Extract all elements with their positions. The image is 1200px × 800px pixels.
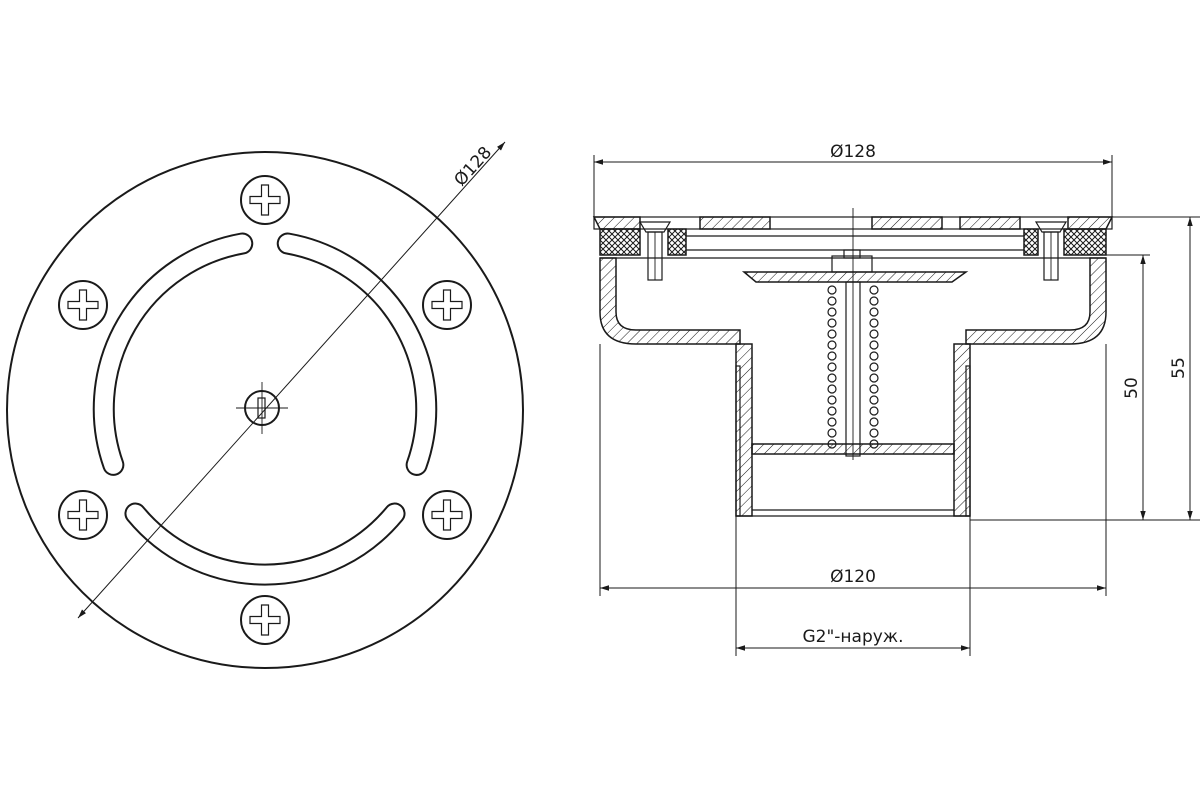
center-marker [236, 382, 288, 434]
spring-coil-left [827, 340, 837, 350]
spring-coil-left [827, 362, 837, 372]
diameter-dimension-line [77, 141, 506, 619]
spring-coil-right [869, 428, 879, 438]
spring-coil-right [869, 307, 879, 317]
side-screw-left [638, 221, 672, 281]
spring-coil-left [827, 428, 837, 438]
spring-coil-left [827, 329, 837, 339]
spring-coil-left [827, 406, 837, 416]
spring-coil-left [827, 285, 837, 295]
arc-slot-bottom [124, 502, 406, 586]
screw-lower-left [58, 490, 108, 540]
screw-top [240, 175, 290, 225]
screw-bottom [240, 595, 290, 645]
screw-upper-left [58, 280, 108, 330]
valve-cap-small [843, 249, 861, 259]
spring-coil-right [869, 351, 879, 361]
height-50-label: 50 [1122, 377, 1142, 399]
spring-coil-right [869, 329, 879, 339]
spring-coil-left [827, 373, 837, 383]
spring-coil-right [869, 417, 879, 427]
top-view: Ø128 [6, 141, 524, 669]
spring-coil-right [869, 406, 879, 416]
pipe-wall-right [953, 343, 971, 517]
grille-bar-1 [699, 216, 771, 230]
spring-coil-left [827, 439, 837, 449]
spring-coil-right [869, 373, 879, 383]
top-diameter-label: Ø128 [451, 143, 497, 190]
spring-coil-right [869, 296, 879, 306]
bowl-wall-right [965, 257, 1107, 345]
screw-lower-right [422, 490, 472, 540]
spring-coil-left [827, 417, 837, 427]
pipe-wall-left [735, 343, 753, 517]
gasket-right [1063, 228, 1107, 256]
spring-coil-right [869, 384, 879, 394]
screw-upper-right [422, 280, 472, 330]
valve-cap [831, 255, 873, 273]
side-view: Ø128 Ø120 G2"-наруж. 50 55 [592, 142, 1200, 656]
spring-coil-right [869, 395, 879, 405]
spring-coil-left [827, 296, 837, 306]
grille-bar-2 [871, 216, 943, 230]
bowl-wall-left [599, 257, 741, 345]
spring-coil-right [869, 439, 879, 449]
side-screw-right [1034, 221, 1068, 281]
arc-slot-upper-left [92, 232, 254, 476]
thread-label: G2"-наруж. [802, 627, 903, 647]
gasket-right-inner [1023, 228, 1039, 256]
spring-coil-left [827, 384, 837, 394]
spring-coil-right [869, 362, 879, 372]
gasket-left [599, 228, 641, 256]
side-top-diameter-label: Ø128 [830, 142, 876, 162]
spring-coil-right [869, 340, 879, 350]
spring-coils [827, 285, 879, 449]
gasket-left-inner [667, 228, 687, 256]
spring-coil-right [869, 285, 879, 295]
side-bottom-diameter-label: Ø120 [830, 567, 876, 587]
spring-coil-left [827, 318, 837, 328]
spring-coil-right [869, 318, 879, 328]
spring-coil-left [827, 395, 837, 405]
grille-cover-left-flange [592, 216, 641, 230]
spring-coil-left [827, 351, 837, 361]
valve-disc [741, 271, 969, 283]
arc-slot-right [276, 232, 438, 476]
spring-coil-left [827, 307, 837, 317]
grille-cover-right-flange [1067, 216, 1114, 230]
height-55-label: 55 [1169, 357, 1189, 379]
grille-bar-3 [959, 216, 1021, 230]
